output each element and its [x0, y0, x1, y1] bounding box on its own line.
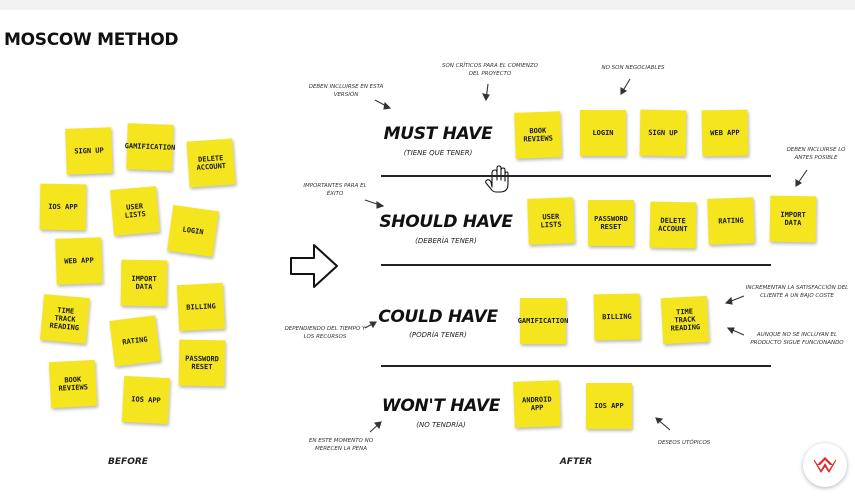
sticky-note: DELETE ACCOUNT	[649, 201, 697, 249]
must-have-subtitle: (TIENE QUE TENER)	[403, 149, 473, 157]
arrow-right-icon	[290, 244, 338, 288]
sticky-note: ANDROID APP	[513, 380, 561, 428]
sticky-note: WEB APP	[701, 109, 749, 157]
annotation: EN ESTE MOMENTO NO MERECEN LA PENA	[308, 438, 374, 452]
annotation: SON CRÍTICOS PARA EL COMIENZO DEL PROYEC…	[441, 63, 538, 77]
annotation: INCREMENTAN LA SATISFACCIÓN DEL CLIENTE …	[745, 285, 849, 299]
could-have-heading: COULD HAVE	[378, 307, 498, 327]
hand-cursor-icon	[485, 165, 509, 193]
sticky-note: LOGIN	[580, 110, 626, 156]
annotation: DESEOS UTÓPICOS	[657, 440, 711, 446]
sticky-note: BILLING	[593, 293, 641, 341]
annotation: DEBEN INCLUIRSE EN ESTA VERSIÓN	[308, 84, 384, 98]
before-label: BEFORE	[108, 457, 148, 467]
wont-have-subtitle: (NO TENDRÍA)	[416, 421, 466, 429]
annotation: AUNQUE NO SE INCLUYAN EL PRODUCTO SIGUE …	[750, 332, 844, 346]
sticky-note: IOS APP	[586, 383, 632, 429]
brand-logo	[803, 443, 847, 487]
sticky-note: TIME TRACK READING	[660, 295, 710, 345]
sticky-note: IMPORT DATA	[769, 195, 817, 243]
must-have-heading: MUST HAVE	[383, 124, 493, 144]
divider-line	[381, 175, 771, 177]
sticky-note: USER LISTS	[527, 197, 575, 245]
sticky-note: PASSWORD RESET	[588, 200, 634, 246]
sticky-note: SIGN UP	[639, 109, 687, 157]
annotation: IMPORTANTES PARA EL ÉXITO	[303, 183, 367, 197]
could-have-subtitle: (PODRÍA TENER)	[409, 331, 467, 339]
sticky-note: GAMIFICATION	[518, 298, 568, 344]
annotation: NO SON NEGOCIABLES	[601, 65, 665, 71]
annotation: DEBEN INCLUIRSE LO ANTES POSIBLE	[786, 147, 846, 161]
page-title: MOSCOW METHOD	[4, 30, 179, 50]
wont-have-heading: WON'T HAVE	[381, 396, 501, 416]
top-strip	[0, 0, 855, 10]
should-have-heading: SHOULD HAVE	[379, 212, 513, 232]
annotation: DEPENDIENDO DEL TIEMPO Y LOS RECURSOS	[284, 326, 366, 340]
should-have-subtitle: (DEBERÍA TENER)	[415, 237, 477, 245]
sticky-note: RATING	[707, 197, 755, 245]
sticky-note: BOOK REVIEWS	[514, 111, 562, 159]
after-label: AFTER	[559, 457, 593, 467]
divider-line	[381, 264, 771, 266]
brand-logo-icon	[814, 457, 836, 473]
divider-line	[381, 365, 771, 367]
annotation-arrows	[364, 78, 808, 433]
